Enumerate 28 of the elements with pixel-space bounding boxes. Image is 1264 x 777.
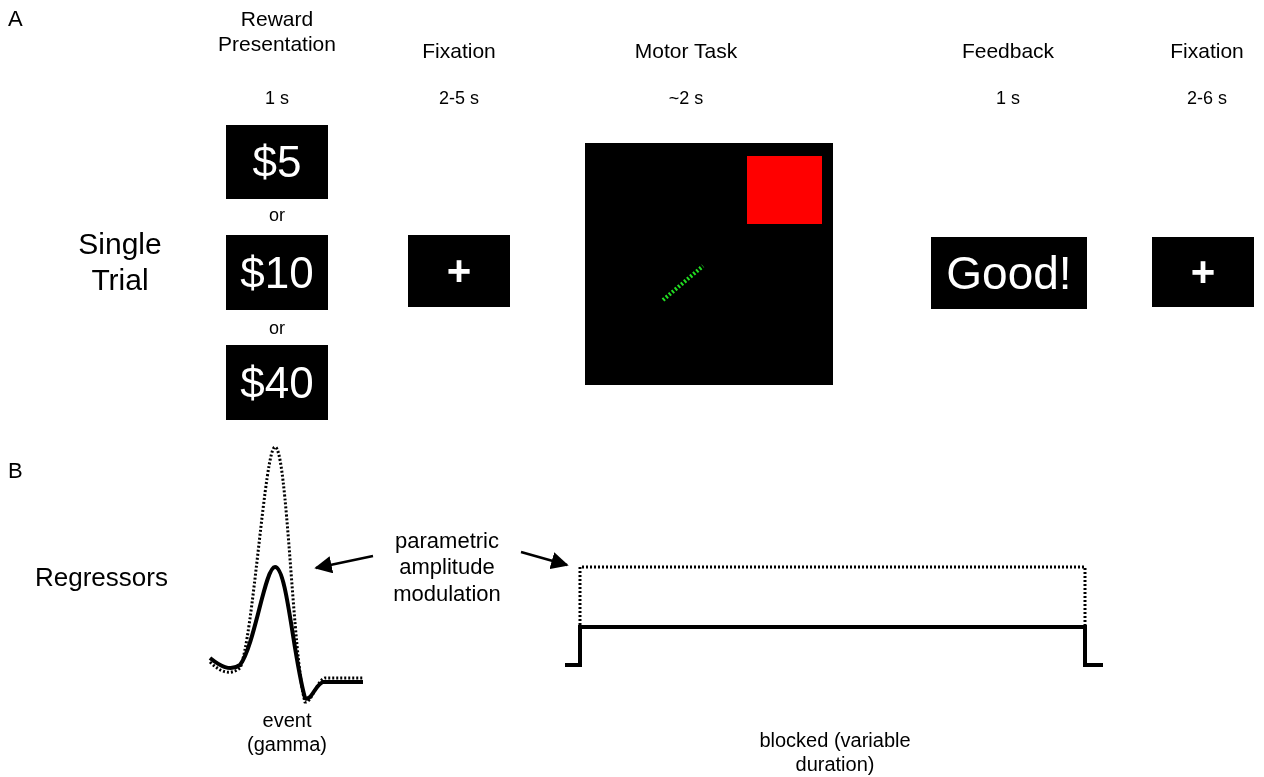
duration-label: ~2 s	[667, 88, 705, 110]
reward-screen: $5	[226, 125, 328, 199]
reward-screen: $10	[226, 235, 328, 310]
or-label: or	[268, 318, 286, 340]
annotation-text: parametric amplitude modulation	[372, 528, 522, 608]
duration-label: 2-5 s	[438, 88, 480, 110]
fixation-screen: +	[1152, 237, 1254, 307]
duration-label: 2-6 s	[1186, 88, 1228, 110]
duration-label: 1 s	[995, 88, 1021, 110]
column-heading: Fixation	[1169, 38, 1245, 64]
panel-letter: A	[8, 6, 24, 33]
column-heading: Reward Presentation	[217, 6, 337, 57]
row-label: Single Trial	[77, 226, 163, 298]
row-label: Regressors	[35, 562, 169, 594]
fixation-screen: +	[408, 235, 510, 307]
column-heading: Fixation	[421, 38, 497, 64]
arrow	[520, 550, 569, 570]
motor-task-screen-drawing	[585, 143, 833, 385]
duration-label: 1 s	[264, 88, 290, 110]
feedback-screen: Good!	[931, 237, 1087, 309]
curve-label: blocked (variable duration)	[758, 728, 912, 776]
curve-label: event (gamma)	[246, 708, 328, 756]
column-heading: Motor Task	[633, 38, 739, 64]
or-label: or	[268, 205, 286, 227]
column-heading: Feedback	[960, 38, 1056, 64]
arrow	[314, 554, 374, 574]
reward-screen: $40	[226, 345, 328, 420]
panel-letter: B	[8, 458, 24, 485]
